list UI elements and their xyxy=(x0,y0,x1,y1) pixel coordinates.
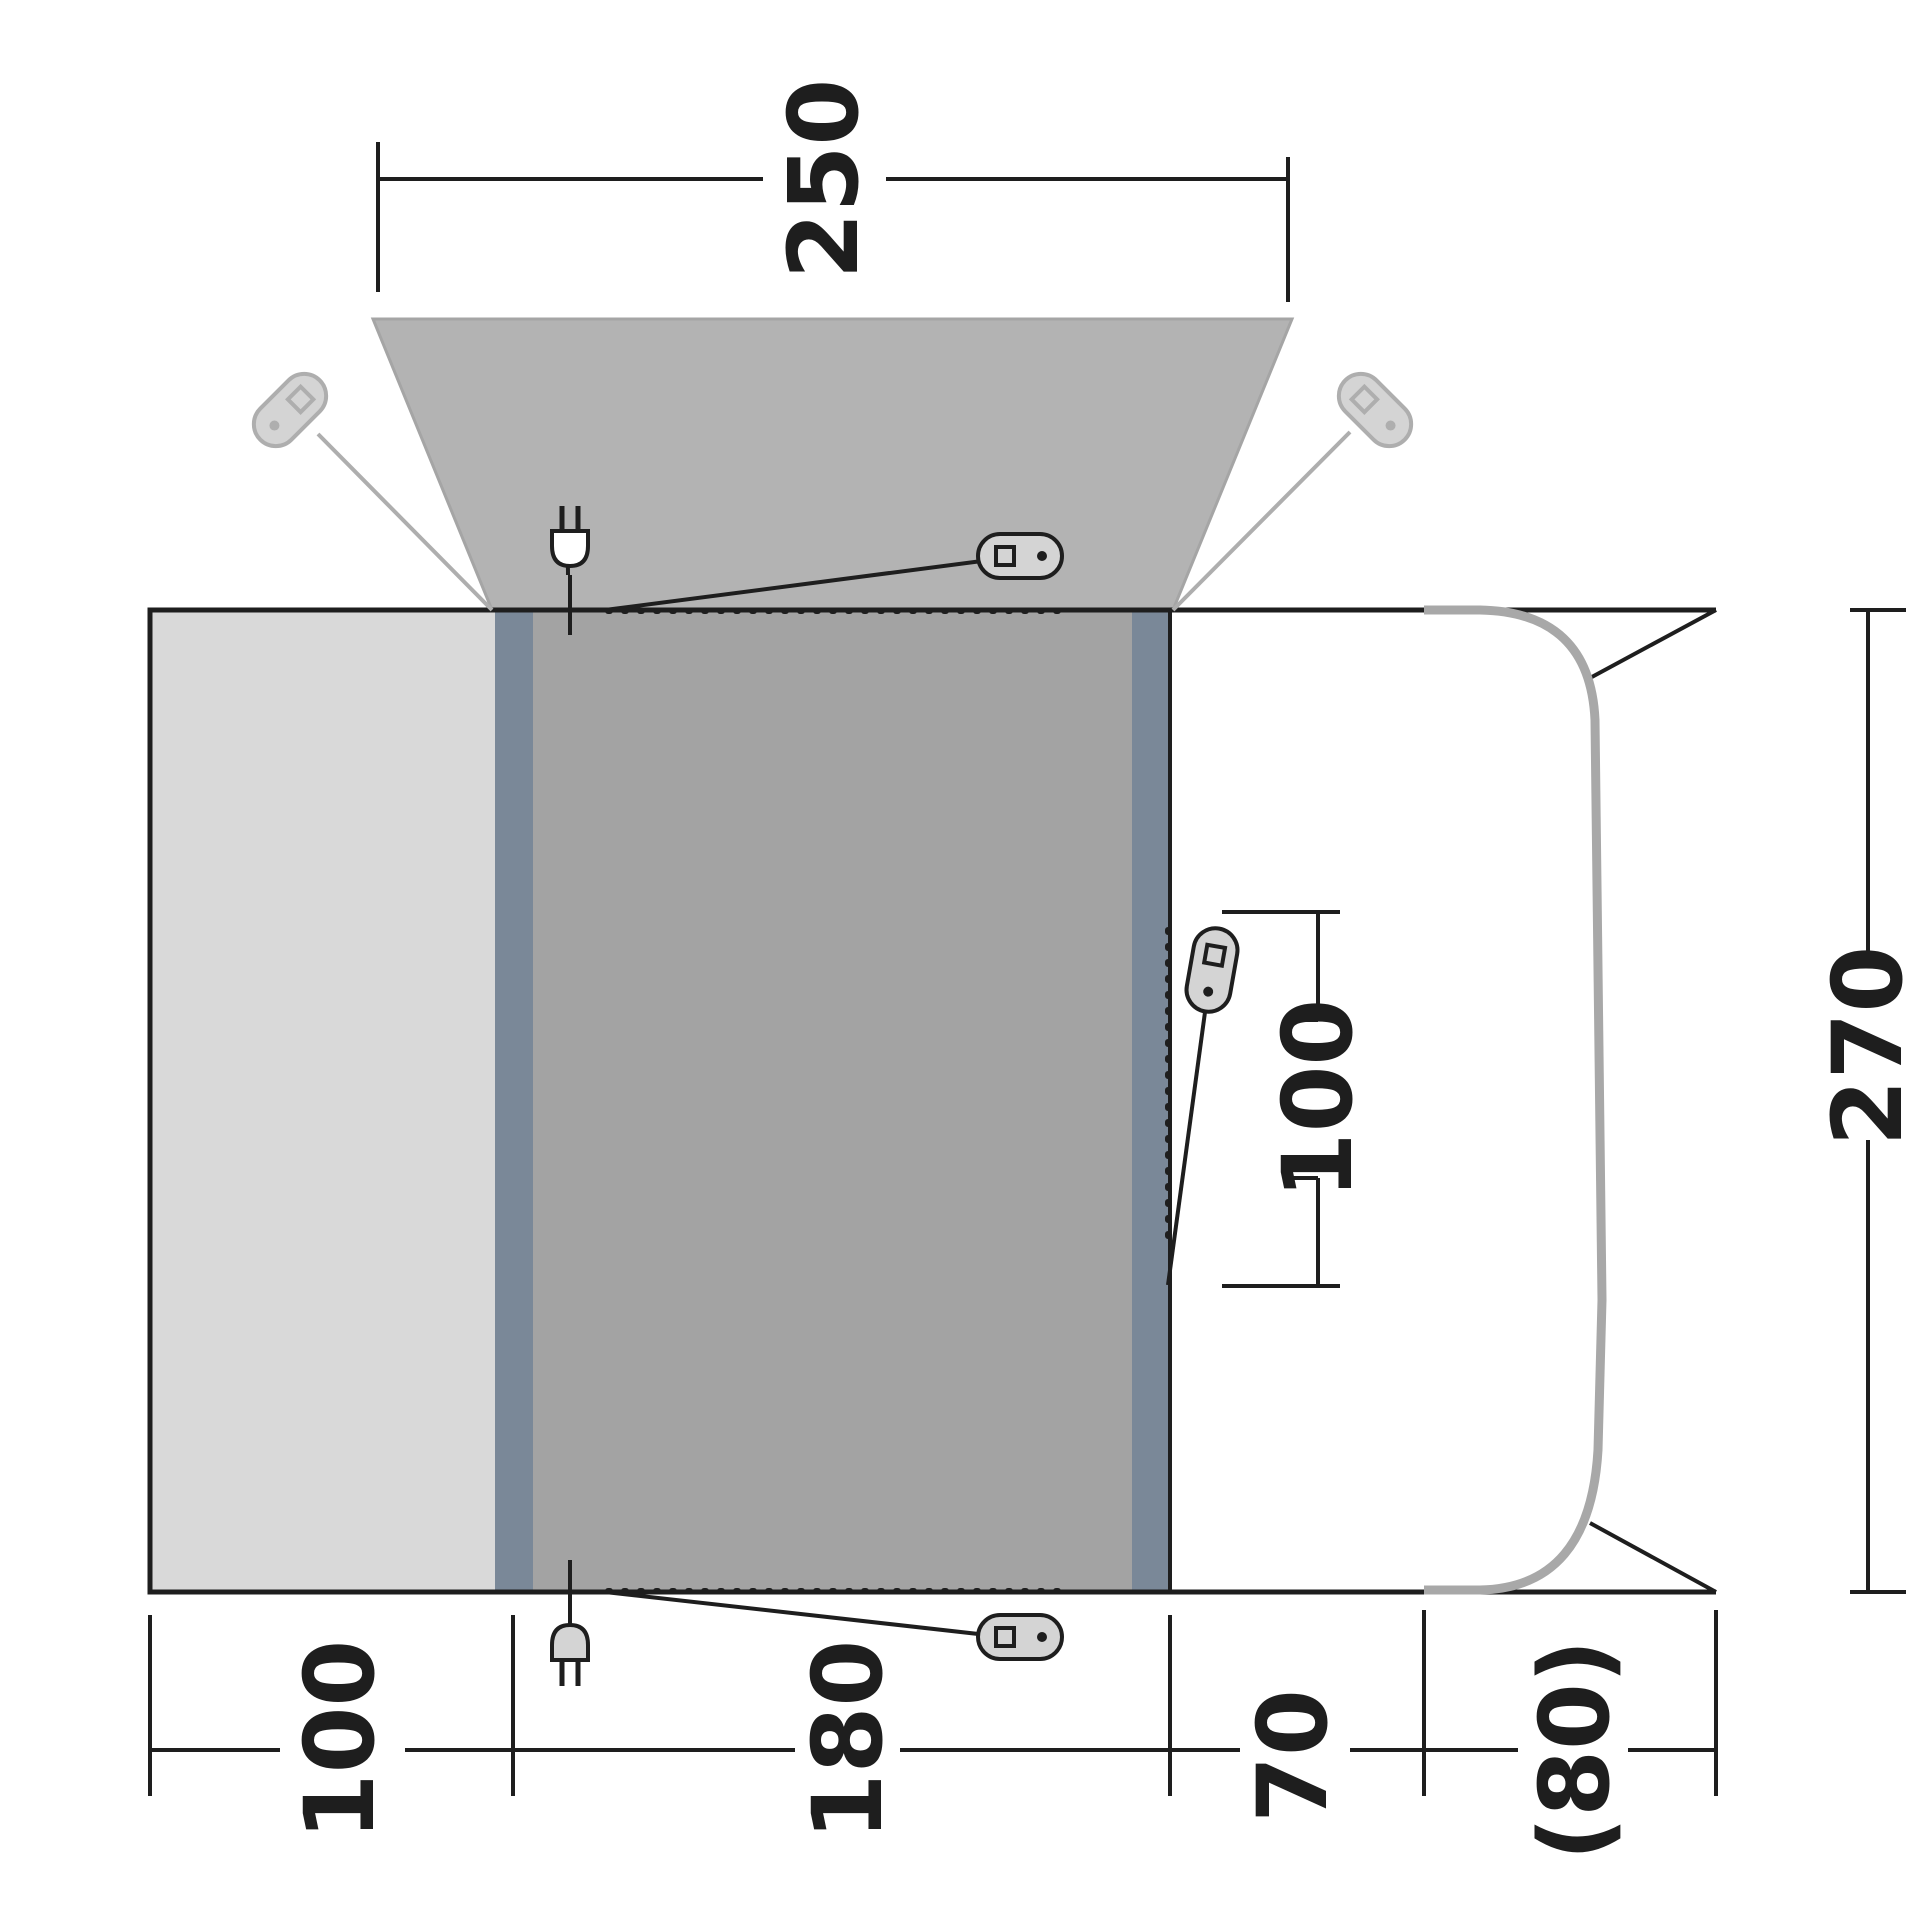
vehicle-outline xyxy=(1424,605,1607,1595)
plug-icon xyxy=(550,506,590,635)
guy-peg-icon xyxy=(1184,926,1240,1014)
dimension-door-width: 100 xyxy=(1222,910,1374,1288)
guy-line-side xyxy=(1166,989,1210,1286)
canopy-guy-line-left xyxy=(316,432,494,612)
dimension-label-100-left: 100 xyxy=(284,1640,396,1840)
canopy-panel xyxy=(370,317,1295,612)
guy-peg-icon xyxy=(976,532,1064,580)
vehicle-connector-bottom xyxy=(1589,1521,1717,1594)
left-frame-tube xyxy=(495,610,533,1592)
right-frame-tube xyxy=(1132,610,1170,1592)
dimension-label-270: 270 xyxy=(1812,946,1920,1146)
guy-peg-icon xyxy=(1336,371,1414,449)
left-section-floor xyxy=(150,610,495,1592)
guy-peg-icon xyxy=(976,1613,1064,1661)
dimension-label-70: 70 xyxy=(1237,1689,1349,1823)
dimension-depth: 270 xyxy=(1812,608,1920,1594)
dimension-canopy-width: 250 xyxy=(376,79,1290,302)
dimension-label-100-door: 100 xyxy=(1262,999,1374,1199)
dimension-label-250: 250 xyxy=(768,79,880,279)
vehicle-connector-top xyxy=(1589,608,1717,680)
guy-line-top xyxy=(604,556,1006,612)
guy-line-bottom xyxy=(604,1590,1006,1639)
plug-icon xyxy=(550,1560,590,1686)
dimension-bottom-row: 100 180 70 (80) xyxy=(148,1610,1718,1861)
dimension-label-80-optional: (80) xyxy=(1519,1639,1631,1860)
living-area-floor xyxy=(495,610,1170,1592)
canopy-guy-line-right xyxy=(1171,430,1352,612)
guy-peg-icon xyxy=(251,371,329,449)
dimension-label-180: 180 xyxy=(792,1640,904,1840)
tent-outline xyxy=(147,607,1716,1595)
